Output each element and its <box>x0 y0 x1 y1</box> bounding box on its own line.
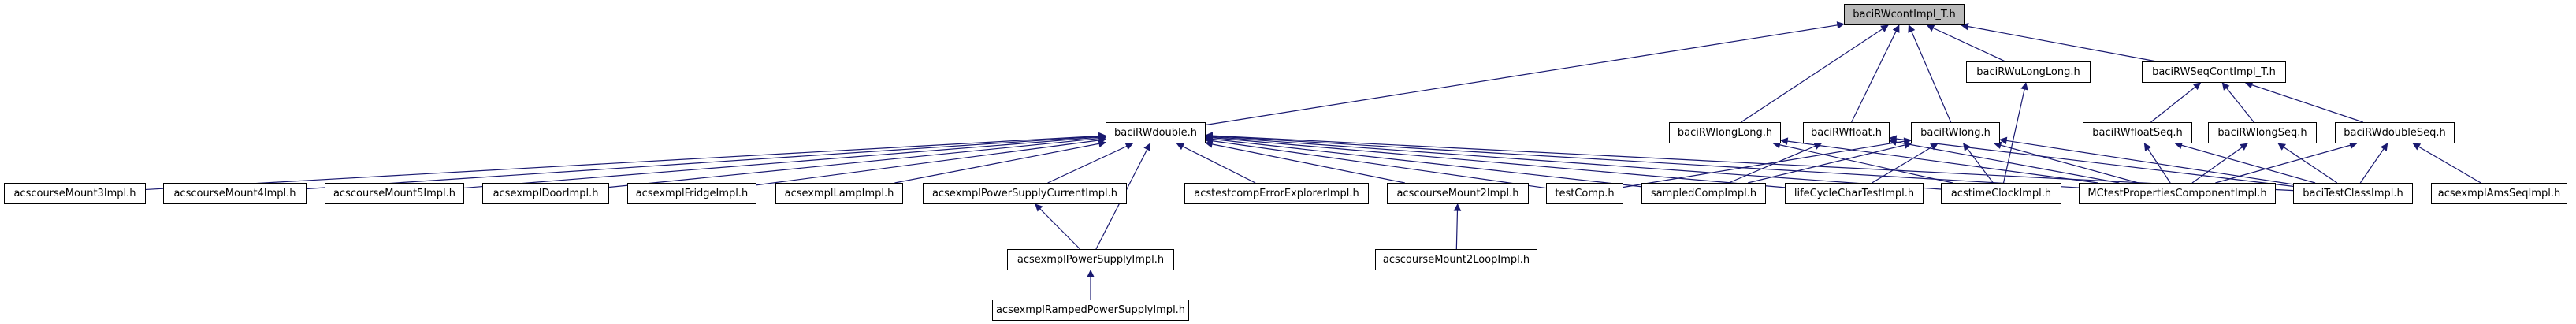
edge-mctest-rwlonglong <box>1780 137 2098 184</box>
edge-amsseq-rwdoubleseq <box>2412 143 2481 184</box>
edge-rwdouble-rwcontimpl <box>1205 21 1845 126</box>
edge-mount3-rwdouble <box>145 132 1106 191</box>
graph-node-mount2loop[interactable]: acscourseMount2LoopImpl.h <box>1375 249 1537 270</box>
edge-mount4-rwdouble <box>306 132 1106 190</box>
edge-testcomp-rwdouble <box>1205 136 1547 189</box>
edge-lamp-rwdouble <box>894 140 1106 184</box>
edge-rwulonglong-rwcontimpl <box>1926 24 2006 62</box>
graph-node-mount3[interactable]: acscourseMount3Impl.h <box>4 183 146 204</box>
edge-bacitest-rwfloat <box>1889 135 2294 187</box>
graph-node-rwseqcontimpl[interactable]: baciRWSeqContImpl_T.h <box>2142 61 2286 83</box>
graph-node-rwfloat[interactable]: baciRWfloat.h <box>1803 122 1890 143</box>
graph-node-rwulonglong[interactable]: baciRWuLongLong.h <box>1966 61 2091 83</box>
graph-node-clock[interactable]: acstimeClockImpl.h <box>1941 183 2061 204</box>
edge-bacitest-rwlong <box>1999 136 2294 185</box>
edge-clock-rwlonglong <box>1772 141 1953 184</box>
graph-node-testcomp[interactable]: testComp.h <box>1546 183 1623 204</box>
edge-lifecycle-rwlong <box>1872 143 1939 184</box>
graph-node-mount2[interactable]: acscourseMount2Impl.h <box>1387 183 1529 204</box>
edge-sampledcomp-rwdouble <box>1205 135 1642 188</box>
edge-mount2loop-mount2 <box>1453 203 1462 250</box>
graph-node-psimpl[interactable]: acsexmplPowerSupplyImpl.h <box>1007 249 1174 270</box>
edge-lifecycle-rwdouble <box>1205 133 1786 188</box>
edge-rwlonglong-rwcontimpl <box>1741 24 1889 123</box>
graph-node-errorexplorer[interactable]: acstestcompErrorExplorerImpl.h <box>1184 183 1369 204</box>
graph-node-mount5[interactable]: acscourseMount5Impl.h <box>325 183 464 204</box>
graph-node-rwcontimpl[interactable]: baciRWcontImpl_T.h <box>1844 4 1965 25</box>
graph-node-rwlongseq[interactable]: baciRWlongSeq.h <box>2208 122 2317 143</box>
edge-mctest-rwdoubleseq <box>2215 141 2358 184</box>
graph-node-bacitest[interactable]: baciTestClassImpl.h <box>2293 183 2413 204</box>
edge-bacitest-rwfloatseq <box>2174 141 2316 184</box>
edge-rwdoubleseq-rwseqcontimpl <box>2244 81 2363 123</box>
edge-bacitest-rwlongseq <box>2277 143 2338 184</box>
edge-sampledcomp-rwfloat <box>1728 142 1823 184</box>
graph-node-rwfloatseq[interactable]: baciRWfloatSeq.h <box>2083 122 2192 143</box>
edge-errorexplorer-rwdouble <box>1176 143 1256 184</box>
edge-mctest-rwlongseq <box>2191 143 2248 184</box>
edge-bacitest-rwdoubleseq <box>2359 143 2388 184</box>
graph-node-rwlong[interactable]: baciRWlong.h <box>1911 122 2000 143</box>
edge-rwlong-rwcontimpl <box>1908 24 1952 123</box>
edge-clock-rwlong <box>1963 143 1994 184</box>
edge-pscurrent-rwdouble <box>1047 143 1134 184</box>
edge-rwfloat-rwcontimpl <box>1851 24 1900 123</box>
edge-clock-rwdouble <box>1205 132 1942 190</box>
edge-rwseqcontimpl-rwcontimpl <box>1961 22 2157 62</box>
graph-node-lamp[interactable]: acsexmplLampImpl.h <box>775 183 903 204</box>
edge-mctest-rwlong <box>1993 141 2139 184</box>
graph-node-pscurrent[interactable]: acsexmplPowerSupplyCurrentImpl.h <box>923 183 1127 204</box>
edge-mctest-rwfloat <box>1889 138 2120 184</box>
edge-testcomp-rwlong <box>1623 137 1912 188</box>
graph-node-rwlonglong[interactable]: baciRWlongLong.h <box>1669 122 1781 143</box>
edge-mount2-rwdouble <box>1205 140 1405 184</box>
edge-rwfloatseq-rwseqcontimpl <box>2150 82 2202 123</box>
graph-node-lifecycle[interactable]: lifeCycleCharTestImpl.h <box>1785 183 1924 204</box>
edge-mount5-rwdouble <box>463 133 1106 189</box>
edge-mctest-rwfloatseq <box>2143 143 2171 184</box>
edge-clock-rwulonglong <box>2002 82 2028 184</box>
graph-node-mctest[interactable]: MCtestPropertiesComponentImpl.h <box>2079 183 2276 204</box>
graph-node-rwdouble[interactable]: baciRWdouble.h <box>1106 122 1206 143</box>
graph-node-fridge[interactable]: acsexmplFridgeImpl.h <box>627 183 756 204</box>
edge-sampledcomp-rwlong <box>1747 141 1912 184</box>
edge-psimpl-pscurrent <box>1035 203 1081 250</box>
graph-node-door[interactable]: acsexmplDoorImpl.h <box>482 183 609 204</box>
edge-mctest-rwdouble <box>1205 132 2080 188</box>
edge-fridge-rwdouble <box>756 136 1106 186</box>
edge-rwlongseq-rwseqcontimpl <box>2221 82 2254 123</box>
graph-node-mount4[interactable]: acscourseMount4Impl.h <box>163 183 307 204</box>
graph-node-rampedps[interactable]: acsexmplRampedPowerSupplyImpl.h <box>992 300 1189 321</box>
graph-node-amsseq[interactable]: acsexmplAmsSeqImpl.h <box>2431 183 2567 204</box>
edge-door-rwdouble <box>608 134 1106 188</box>
graph-node-rwdoubleseq[interactable]: baciRWdoubleSeq.h <box>2335 122 2455 143</box>
graph-node-sampledcomp[interactable]: sampledCompImpl.h <box>1641 183 1766 204</box>
